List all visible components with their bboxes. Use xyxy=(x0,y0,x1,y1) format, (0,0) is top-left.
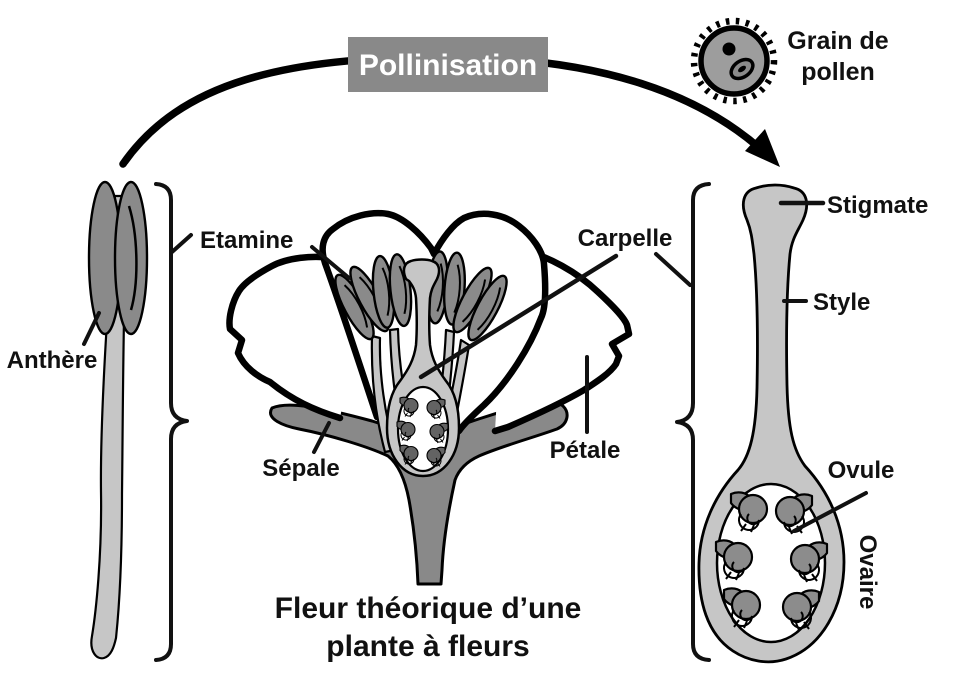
stamen-anther-right-lobe xyxy=(113,180,149,336)
label-ovaire: Ovaire xyxy=(854,535,881,610)
leader-sepale xyxy=(312,421,331,454)
label-carpelle: Carpelle xyxy=(578,225,673,252)
label-anthere: Anthère xyxy=(7,347,98,374)
label-etamine: Etamine xyxy=(200,227,293,254)
carpel-bracket xyxy=(675,182,711,662)
caption-line2: plante à fleurs xyxy=(326,630,529,663)
leader-ovule xyxy=(792,491,868,533)
pollen-grain-icon xyxy=(690,17,778,105)
pollen-grain-label: Grain de pollen xyxy=(787,27,889,86)
label-ovule: Ovule xyxy=(828,457,895,484)
flower-petal-left-edge xyxy=(226,253,344,422)
grain-label-line2: pollen xyxy=(801,58,875,86)
label-sepale: Sépale xyxy=(262,455,339,482)
leader-carpelle-bracket xyxy=(654,252,692,287)
flower-petal-left-fill xyxy=(229,256,347,418)
stamen-bracket xyxy=(154,182,189,662)
carpel-figure xyxy=(697,183,846,664)
pollen-body xyxy=(698,25,770,97)
arrow-head xyxy=(745,129,780,167)
label-petale: Pétale xyxy=(550,437,621,464)
label-stigmate: Stigmate xyxy=(827,192,928,219)
caption-line1: Fleur théorique d’une xyxy=(275,592,582,625)
part-labels: Anthère Etamine Carpelle Sépale Pétale S… xyxy=(7,192,929,609)
pollen-nucleus-dot xyxy=(722,42,736,56)
flower-figure xyxy=(226,210,633,586)
leader-lines xyxy=(82,200,868,533)
figure-caption: Fleur théorique d’une plante à fleurs xyxy=(275,592,582,663)
pollination-label: Pollinisation xyxy=(359,49,537,82)
flower-petal-right-edge xyxy=(491,246,633,435)
pollination-box-rect xyxy=(348,37,548,92)
label-style: Style xyxy=(813,289,870,316)
leader-anthere xyxy=(82,311,101,346)
leader-etamine-flower xyxy=(310,245,351,280)
grain-label-line1: Grain de xyxy=(787,27,889,55)
pollination-box: Pollinisation xyxy=(348,37,548,92)
pollen-spiky-wall xyxy=(690,17,778,105)
leader-etamine-bracket xyxy=(170,233,193,254)
stamen-figure xyxy=(87,180,149,660)
leader-carpelle-flower xyxy=(418,253,619,380)
pollen-vacuole xyxy=(729,57,755,81)
stamen-anther-slit xyxy=(127,205,138,311)
